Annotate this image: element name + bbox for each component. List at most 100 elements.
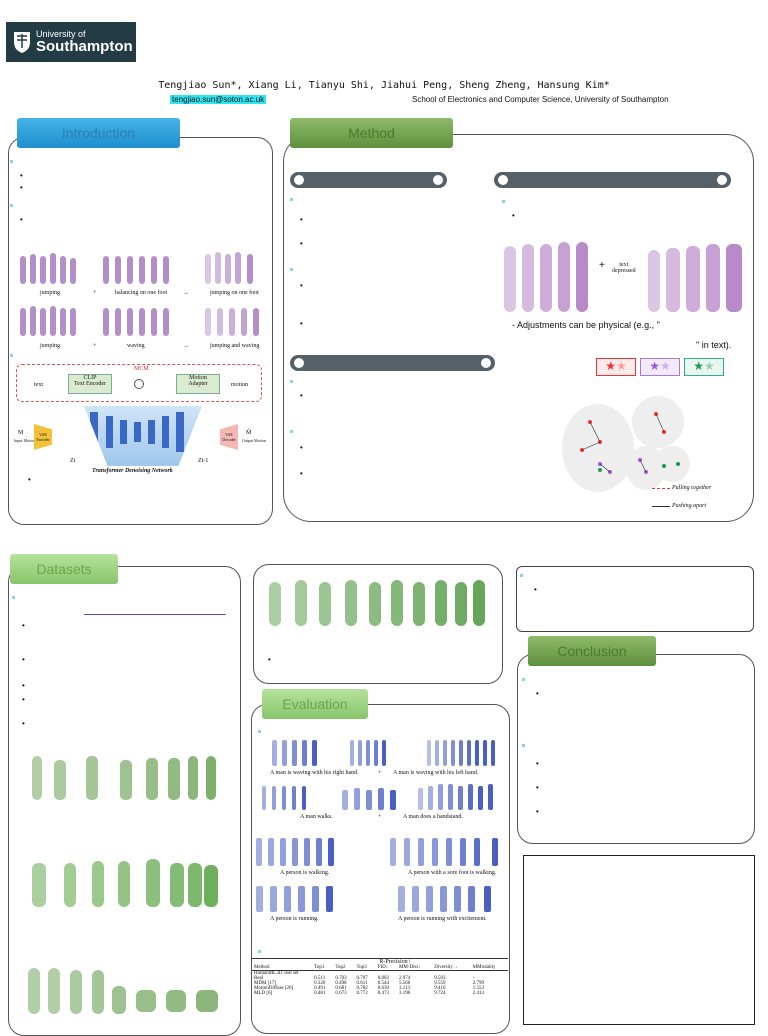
section-marker	[290, 380, 293, 383]
bullet: •	[20, 171, 23, 180]
vae-decoder-shape: VAE Decoder	[220, 424, 238, 450]
fig-label: jumping	[40, 343, 61, 349]
cell: 0.544	[377, 981, 389, 986]
bullet: •	[300, 469, 303, 478]
conclusion-header: Conclusion	[528, 636, 656, 666]
eval-row-4	[256, 886, 491, 912]
pushing-label: Pushing apart	[672, 503, 707, 509]
dataset-motion-2	[32, 859, 218, 907]
motion-adapter-box: Motion Adapter	[176, 374, 220, 394]
mcm-box	[16, 364, 262, 402]
bullet: •	[28, 475, 31, 484]
fig-plus: +	[599, 260, 605, 271]
eval-row-1	[272, 740, 495, 766]
cell: 0.498	[335, 981, 347, 986]
eval-caption: A person is running.	[270, 916, 319, 922]
bullet: •	[300, 281, 303, 290]
cell: 9.503	[434, 976, 446, 981]
architecture-diagram: MCM text CLIP Text Encoder Motion Adapte…	[14, 362, 266, 480]
subsection-bar	[290, 172, 447, 188]
bullet: •	[536, 689, 539, 698]
cell: 9.724	[434, 991, 446, 996]
col-header: Top3	[356, 965, 367, 970]
bullet: •	[536, 759, 539, 768]
denoising-network-shape	[84, 406, 202, 466]
example-motion	[269, 580, 485, 626]
adjustment-figure: + text depressed	[500, 240, 750, 320]
cell: -	[472, 976, 475, 981]
text-input-label: text	[34, 382, 43, 388]
section-marker	[258, 950, 261, 953]
section-marker	[290, 198, 293, 201]
eval-plus: +	[378, 814, 382, 820]
eval-caption: A man is waving with his right hand.	[270, 770, 359, 776]
results-table: Method Top1 Top2 Top3 FID↓ MM-Dist↓ Dive…	[252, 965, 508, 996]
affiliation: School of Electronics and Computer Scien…	[412, 95, 669, 104]
logo-line2: Southampton	[36, 38, 133, 55]
section-marker	[290, 430, 293, 433]
motion-input-label: motion	[231, 382, 249, 388]
authors: Tengjiao Sun*, Xiang Li, Tianyu Shi, Jia…	[158, 80, 610, 91]
section-marker	[520, 574, 523, 577]
bullet: •	[268, 655, 271, 664]
introduction-header: Introduction	[17, 118, 180, 148]
email-link[interactable]: tengjiao.sun@soton.ac.uk	[170, 95, 267, 104]
section-marker	[258, 730, 261, 733]
cell: 0.673	[335, 991, 347, 996]
eval-caption: A person is walking.	[280, 870, 330, 876]
bullet: •	[512, 211, 515, 220]
eval-caption: A person is running with excitement.	[398, 916, 487, 922]
eval-caption: A man does a handstand.	[403, 814, 463, 820]
bullet: •	[22, 621, 25, 630]
note-panel	[516, 566, 754, 632]
cell: 9.410	[434, 986, 446, 991]
cell: 0.611	[356, 981, 368, 986]
eval-plus: +	[378, 770, 382, 776]
bullet: •	[300, 391, 303, 400]
bullet: •	[300, 215, 303, 224]
col-header: Diversity→	[434, 965, 458, 970]
dataset-motion-1	[32, 756, 216, 800]
cell: 5.566	[398, 981, 411, 986]
dataset-motion-3	[28, 968, 218, 1014]
bullet: •	[20, 215, 23, 224]
cell: 2.974	[398, 976, 411, 981]
col-header: FID↓	[377, 965, 389, 970]
col-header: Method	[254, 965, 270, 970]
dataset-link[interactable]	[84, 614, 226, 615]
cell: 0.630	[377, 986, 389, 991]
bullet: •	[22, 681, 25, 690]
output-motion-symbol: M̂	[246, 430, 252, 436]
cluster-diagram	[562, 396, 690, 492]
conclusion-panel	[517, 654, 755, 844]
fig-label: jumping	[40, 290, 61, 296]
cell: 0.511	[314, 976, 326, 981]
datasets-panel	[8, 566, 241, 1036]
vae-encoder-shape: VAE Encoder	[34, 424, 52, 450]
col-header: Top2	[335, 965, 346, 970]
clip-encoder-box: CLIP Text Encoder	[68, 374, 112, 394]
cell: Real	[254, 976, 264, 981]
intro-composition-figure: jumping + balancing on one foot → jumpin…	[15, 248, 270, 358]
section-marker	[10, 354, 13, 357]
pushing-line-icon	[652, 506, 670, 507]
subsection-bar	[290, 355, 495, 371]
mcm-label: MCM	[134, 366, 149, 372]
cell: 0.002	[377, 976, 389, 981]
network-layers	[90, 412, 184, 452]
section-marker	[10, 160, 13, 163]
eval-caption: A man is waving with his left hand.	[393, 770, 479, 776]
section-marker	[290, 268, 293, 271]
cell: 0.772	[356, 991, 368, 996]
logo-line1: University of	[36, 29, 86, 39]
input-motion-symbol: M	[18, 430, 24, 436]
network-caption: Transformer Denoising Network	[92, 468, 173, 474]
evaluation-header: Evaluation	[262, 689, 368, 719]
fig-label: waving	[127, 343, 145, 349]
section-marker	[10, 204, 13, 207]
bullet: •	[22, 655, 25, 664]
fig-arrow: →	[183, 343, 189, 349]
